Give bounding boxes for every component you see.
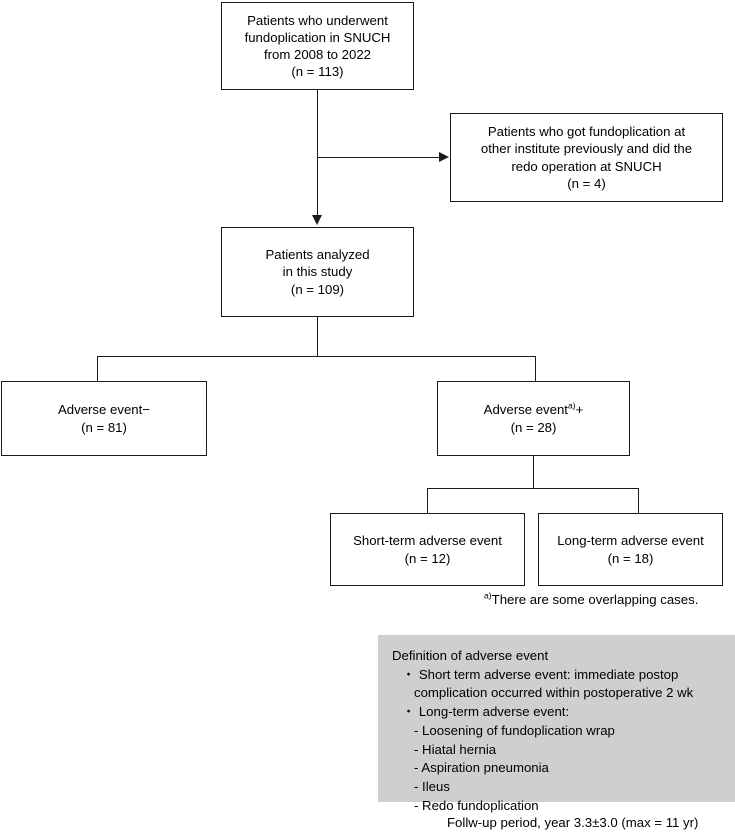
node-short-term-adverse-event: Short-term adverse event (n = 12) — [330, 513, 525, 586]
node-excluded-line-3: redo operation at SNUCH — [511, 158, 662, 174]
node-enrolled-text: Patients who underwent fundoplication in… — [222, 12, 413, 81]
node-long-term-text: Long-term adverse event (n = 18) — [539, 532, 722, 566]
arrowhead-to-excluded — [439, 152, 449, 163]
footnote-overlapping-cases: a)There are some overlapping cases. — [484, 590, 699, 607]
connector-adverse-positive-split-bar — [427, 488, 639, 490]
node-excluded-patients: Patients who got fundoplication at other… — [450, 113, 723, 202]
node-adverse-negative-label: Adverse event− — [57, 402, 150, 418]
node-excluded-line-1: Patients who got fundoplication at — [487, 124, 686, 140]
node-analyzed-text: Patients analyzed in this study (n = 109… — [222, 246, 413, 297]
node-analyzed-line-2: in this study — [282, 264, 353, 280]
connector-enrolled-to-analyzed — [317, 90, 319, 217]
connector-split-long-term-drop — [637, 488, 639, 514]
connector-adverse-positive-drop — [533, 456, 535, 489]
node-long-term-adverse-event: Long-term adverse event (n = 18) — [538, 513, 723, 586]
node-adverse-positive-label-post: + — [575, 402, 584, 418]
node-analyzed-count: (n = 109) — [290, 281, 345, 297]
node-adverse-event-negative: Adverse event− (n = 81) — [1, 381, 207, 456]
node-adverse-negative-count: (n = 81) — [81, 419, 127, 435]
footnote-marker: a) — [484, 590, 492, 601]
node-enrolled-count: (n = 113) — [291, 64, 344, 80]
node-adverse-negative-text: Adverse event− (n = 81) — [2, 401, 206, 435]
definition-bullet-short-term-cont: complication occurred within postoperati… — [414, 685, 694, 701]
node-enrolled-line-3: from 2008 to 2022 — [263, 47, 372, 62]
definition-bullet-long-term: ・ Long-term adverse event: — [402, 704, 570, 720]
connector-split-short-term-drop — [427, 488, 429, 514]
definition-of-adverse-event-box: Definition of adverse event ・ Short term… — [378, 635, 735, 813]
followup-period-text: Follw-up period, year 3.3±3.0 (max = 11 … — [447, 815, 699, 830]
node-long-term-count: (n = 18) — [607, 550, 654, 566]
definition-subitem-aspiration-pneumonia: - Aspiration pneumonia — [414, 760, 549, 776]
footnote-text: There are some overlapping cases. — [491, 592, 699, 607]
node-adverse-positive-count: (n = 28) — [510, 419, 557, 435]
arrowhead-to-analyzed — [312, 215, 323, 225]
node-short-term-text: Short-term adverse event (n = 12) — [331, 532, 524, 566]
node-adverse-positive-text: Adverse eventa)+ (n = 28) — [438, 401, 629, 435]
definition-subitem-loosening: - Loosening of fundoplication wrap — [414, 722, 615, 738]
node-adverse-event-positive: Adverse eventa)+ (n = 28) — [437, 381, 630, 456]
node-excluded-line-2: other institute previously and did the — [480, 141, 693, 157]
connector-split-left-drop — [97, 356, 99, 382]
definition-bullet-short-term: ・ Short term adverse event: immediate po… — [402, 666, 679, 682]
connector-split-right-drop — [534, 356, 536, 382]
node-enrolled-line-1: Patients who underwent — [247, 12, 388, 28]
node-short-term-label: Short-term adverse event — [353, 533, 502, 549]
node-enrolled-line-2: fundoplication in SNUCH — [244, 29, 391, 45]
node-long-term-label: Long-term adverse event — [557, 533, 704, 549]
node-enrolled-patients: Patients who underwent fundoplication in… — [221, 2, 414, 90]
node-short-term-count: (n = 12) — [404, 550, 451, 566]
node-excluded-text: Patients who got fundoplication at other… — [451, 123, 722, 192]
connector-analyzed-split-bar — [97, 356, 536, 358]
definition-subitem-ileus: - Ileus — [414, 779, 450, 795]
node-analyzed-patients: Patients analyzed in this study (n = 109… — [221, 227, 414, 317]
node-adverse-positive-label-pre: Adverse event — [483, 402, 568, 418]
node-adverse-positive-label: Adverse eventa)+ — [444, 401, 623, 418]
node-analyzed-line-1: Patients analyzed — [265, 247, 370, 263]
footnote-marker-superscript: a) — [567, 400, 576, 411]
connector-enrolled-to-excluded — [317, 157, 440, 159]
definition-subitem-redo-fundoplication: - Redo fundoplication — [414, 797, 539, 813]
connector-analyzed-drop — [317, 317, 319, 357]
definition-subitem-hiatal-hernia: - Hiatal hernia — [414, 741, 497, 757]
node-excluded-count: (n = 4) — [567, 175, 606, 191]
definition-heading: Definition of adverse event — [392, 648, 549, 663]
